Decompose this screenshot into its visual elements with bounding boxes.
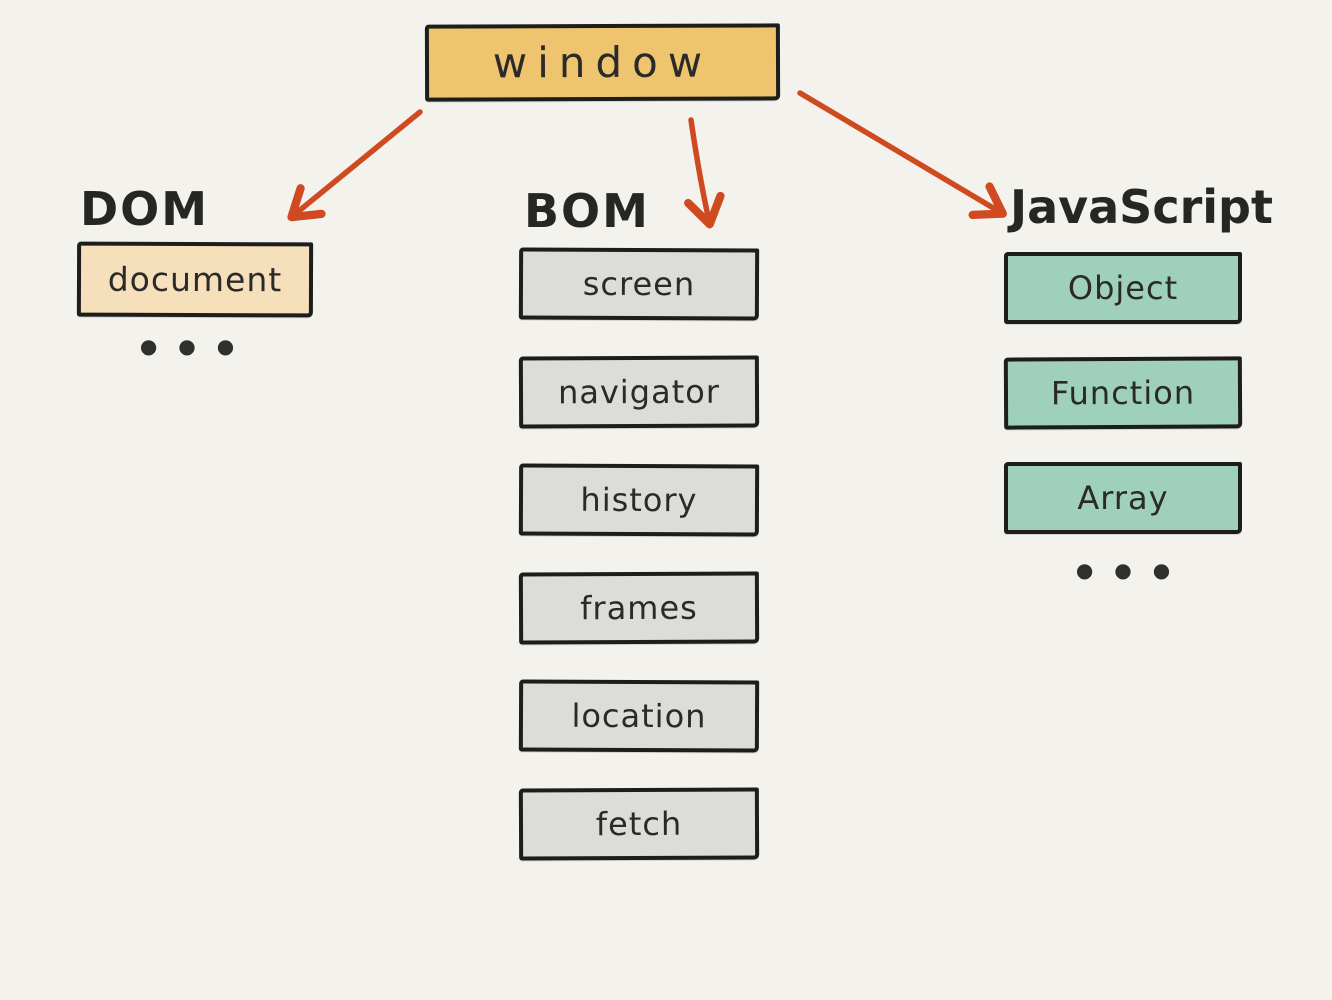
- location-box: location: [518, 679, 760, 753]
- fetch-box: fetch: [518, 787, 760, 861]
- screen-box: screen: [518, 247, 760, 321]
- location-label: location: [571, 696, 707, 736]
- dom-ellipsis: ● ● ●: [139, 334, 235, 358]
- object-label: Object: [1067, 269, 1179, 307]
- screen-label: screen: [582, 264, 696, 304]
- array-box: Array: [1004, 462, 1242, 534]
- function-label: Function: [1050, 373, 1196, 413]
- navigator-box: navigator: [518, 355, 760, 429]
- bom-heading: BOM: [524, 184, 650, 238]
- arrow-window-to-dom: [287, 109, 423, 222]
- document-label: document: [107, 259, 283, 300]
- arrow-window-to-javascript: [797, 90, 1007, 220]
- document-box: document: [76, 241, 314, 318]
- history-label: history: [580, 480, 698, 520]
- javascript-ellipsis: ● ● ●: [1075, 558, 1171, 582]
- function-box: Function: [1003, 356, 1243, 430]
- navigator-label: navigator: [557, 372, 721, 412]
- object-box: Object: [1004, 252, 1242, 324]
- array-label: Array: [1077, 479, 1169, 517]
- frames-label: frames: [580, 588, 698, 628]
- window-box: window: [424, 23, 781, 102]
- javascript-column: Object Function Array: [1003, 252, 1243, 534]
- fetch-label: fetch: [595, 804, 683, 844]
- javascript-heading: JavaScript: [1010, 180, 1273, 234]
- history-box: history: [518, 463, 760, 537]
- frames-box: frames: [518, 571, 760, 645]
- arrow-window-to-bom: [684, 117, 725, 229]
- dom-heading: DOM: [80, 182, 210, 236]
- bom-column: screen navigator history frames location…: [518, 247, 760, 861]
- window-label: window: [492, 37, 713, 88]
